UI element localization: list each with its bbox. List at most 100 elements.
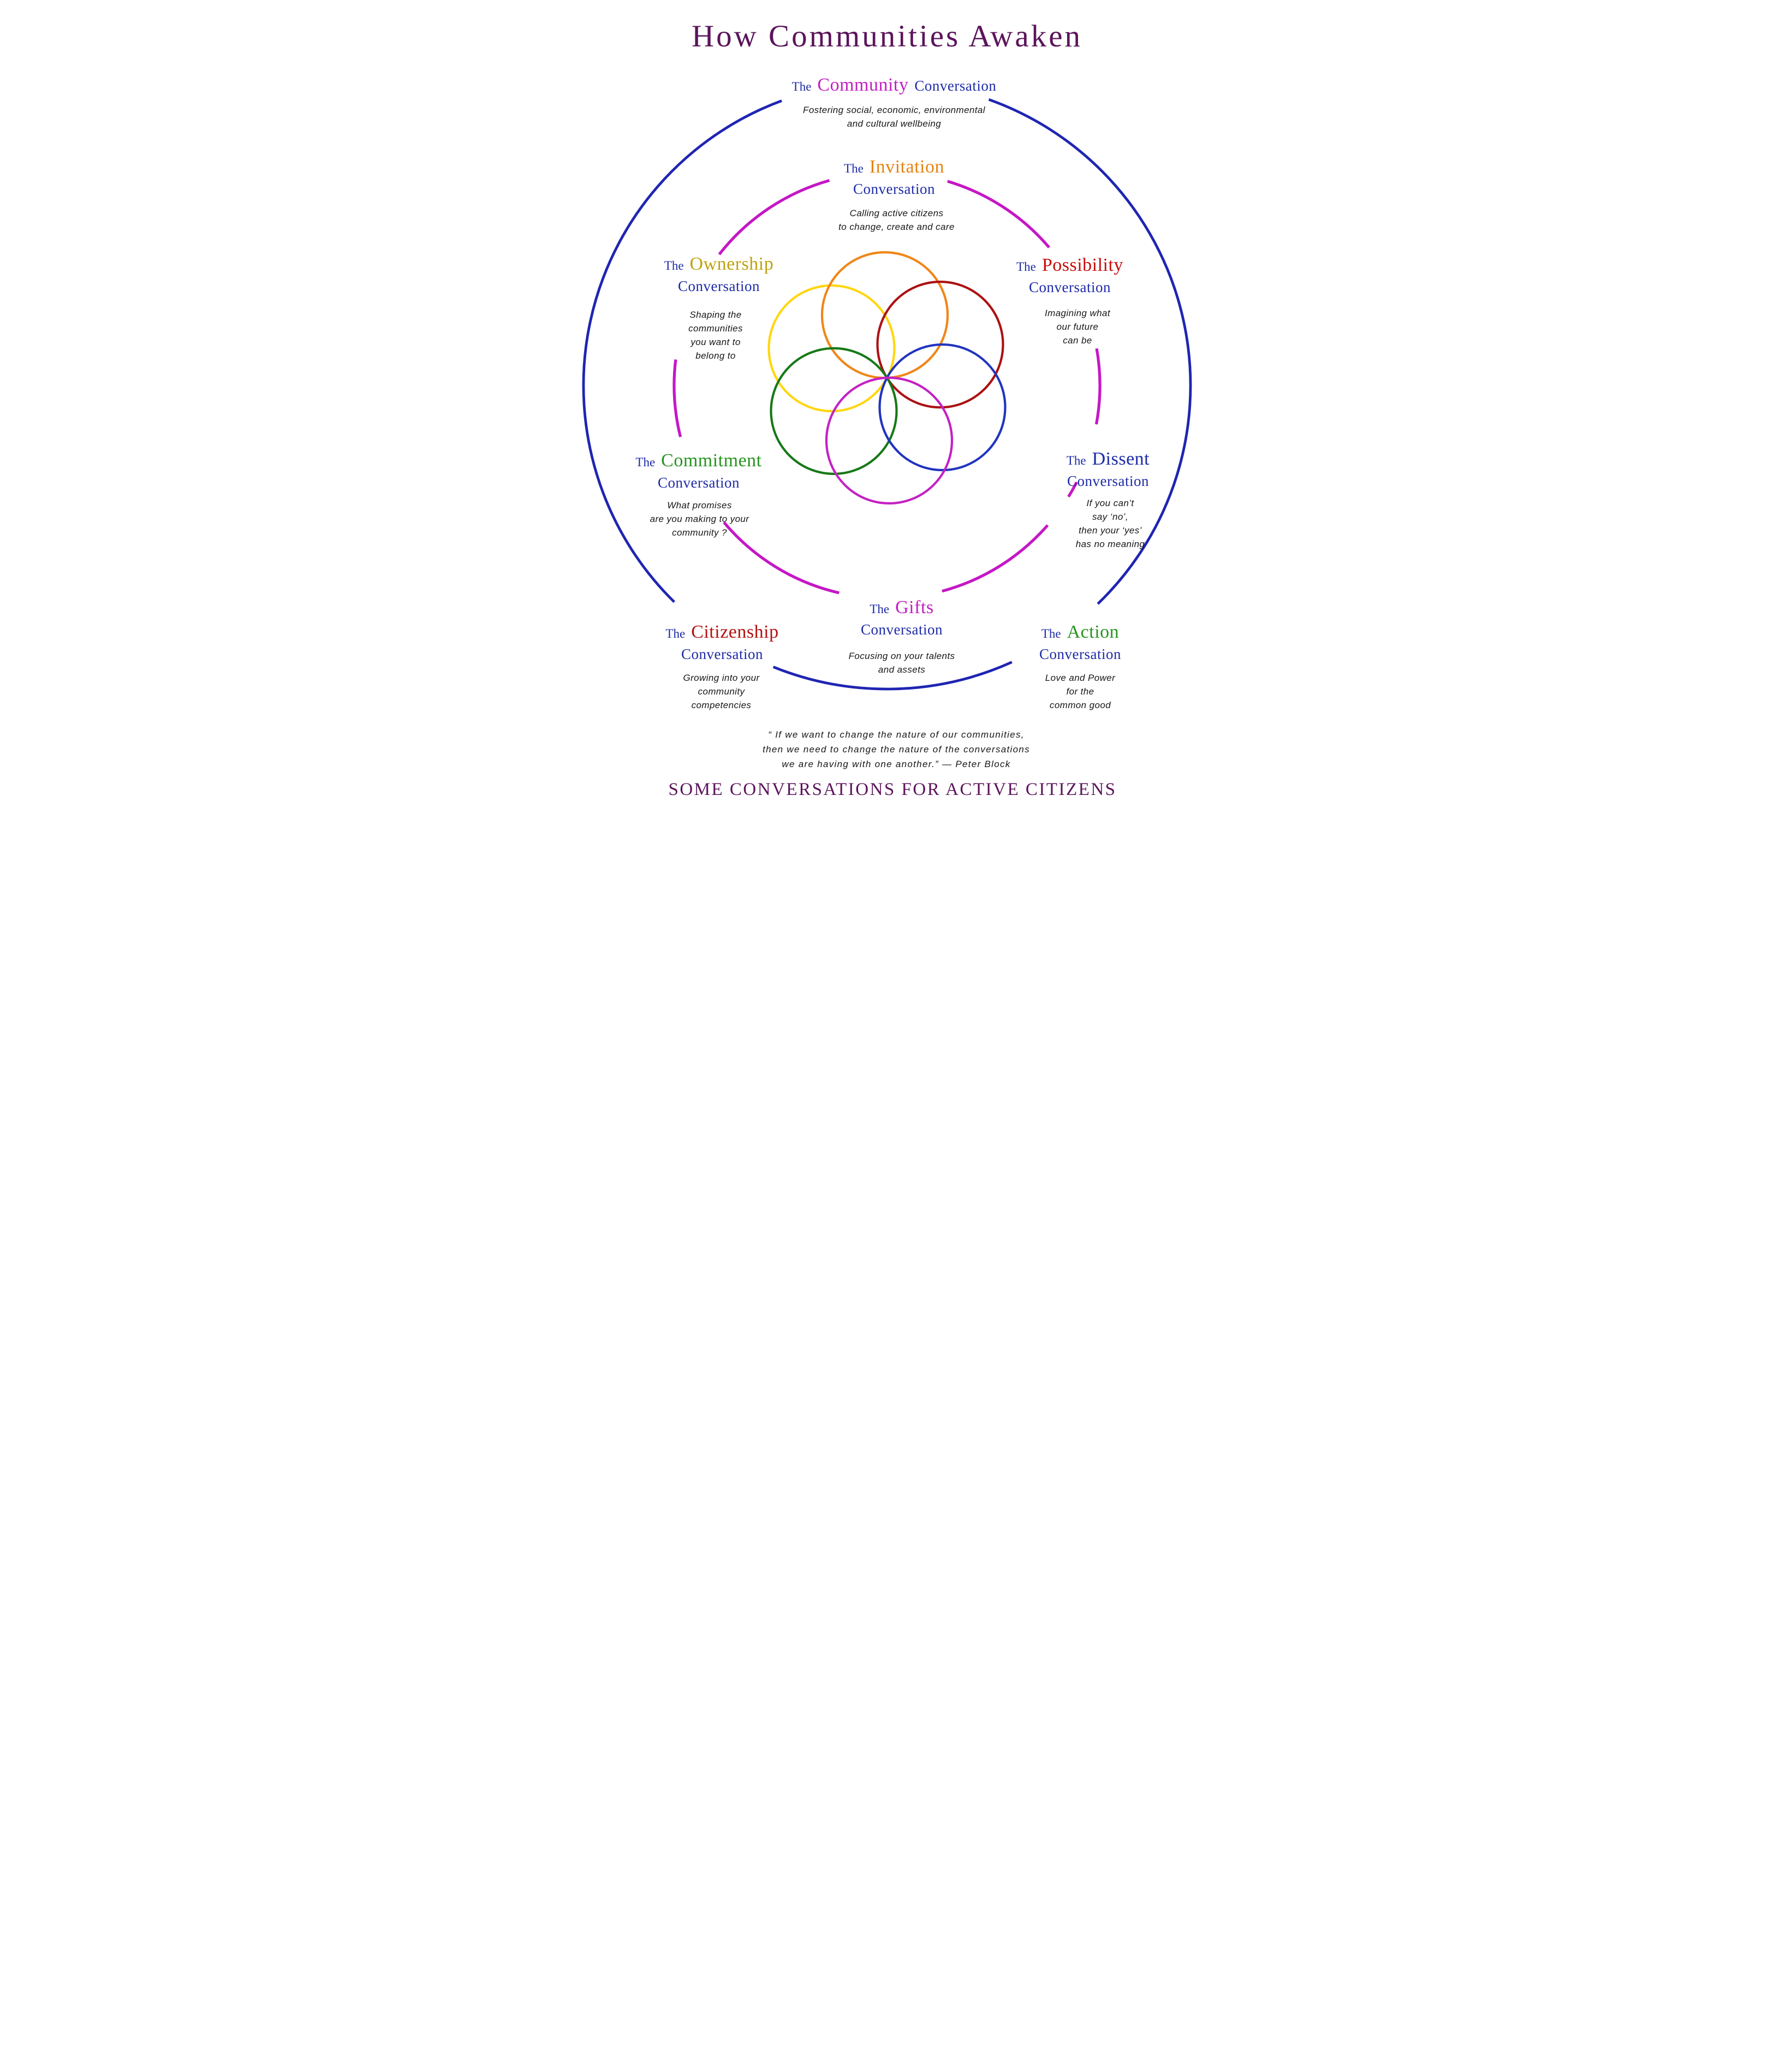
inner-ring-arc-right xyxy=(1094,348,1102,425)
inner-ring-arc-left xyxy=(672,359,682,437)
heading-conversation: Conversation xyxy=(1067,473,1149,489)
heading-conversation: Conversation xyxy=(914,78,997,94)
desc-line: competencies xyxy=(691,700,752,710)
possibility-conversation-label: The Possibility Conversation Imagining w… xyxy=(1016,256,1123,347)
desc-line: Calling active citizens xyxy=(849,208,944,218)
desc-line: Shaping the xyxy=(689,310,742,320)
heading-word-citizenship: Citizenship xyxy=(691,622,779,642)
quote-line: then we need to change the nature of the… xyxy=(763,744,1030,755)
heading-the: The xyxy=(870,602,890,616)
quote-line: we are having with one another.” — Peter… xyxy=(782,759,1011,769)
heading-word-gifts: Gifts xyxy=(895,597,934,618)
gifts-heading: The Gifts xyxy=(849,598,955,621)
desc-line: Focusing on your talents xyxy=(848,651,955,661)
desc-line: community xyxy=(698,686,745,697)
desc-line: Fostering social, economic, environmenta… xyxy=(803,105,985,115)
desc-line: our future xyxy=(1056,322,1099,332)
desc-line: If you can’t xyxy=(1086,498,1134,508)
desc-line: What promises xyxy=(667,500,732,510)
desc-line: community ? xyxy=(672,527,727,538)
commitment-heading: The Commitment xyxy=(635,451,761,474)
heading-conversation: Conversation xyxy=(658,474,740,491)
dissent-petal-circle xyxy=(878,343,1007,472)
heading-conversation: Conversation xyxy=(861,621,943,638)
desc-line: for the xyxy=(1066,686,1094,697)
commitment-conversation-label: The Commitment Conversation What promise… xyxy=(635,451,761,539)
desc-line: you want to xyxy=(690,337,741,347)
desc-line: can be xyxy=(1063,335,1092,346)
dissent-conversation-label: The Dissent Conversation If you can’t sa… xyxy=(1067,449,1150,551)
heading-conversation: Conversation xyxy=(1039,646,1121,662)
rings-and-flower-graphic xyxy=(582,98,1192,691)
desc-line: and assets xyxy=(878,664,926,675)
desc-line: then your ‘yes’ xyxy=(1079,525,1142,536)
action-description: Love and Power for the common good xyxy=(1039,671,1121,712)
ownership-petal-circle xyxy=(767,284,896,413)
poster: How Communities Awaken The Community Con… xyxy=(532,0,1242,829)
community-heading: The Community Conversation xyxy=(792,75,997,98)
citizenship-heading: The Citizenship xyxy=(665,622,778,645)
commitment-petal-circle xyxy=(770,347,898,476)
desc-line: common good xyxy=(1049,700,1111,710)
heading-the: The xyxy=(665,627,686,640)
inner-ring-arc-lower-left xyxy=(723,521,840,595)
gifts-petal-circle xyxy=(825,376,954,505)
gifts-conversation-label: The Gifts Conversation Focusing on your … xyxy=(849,598,955,676)
possibility-description: Imagining what our future can be xyxy=(1032,306,1123,347)
heading-conversation: Conversation xyxy=(678,278,760,294)
heading-the: The xyxy=(635,455,656,469)
peter-block-quote: “ If we want to change the nature of our… xyxy=(763,727,1030,771)
citizenship-description: Growing into your community competencies xyxy=(664,671,778,712)
dissent-heading: The Dissent xyxy=(1067,449,1150,472)
heading-the: The xyxy=(664,259,684,272)
community-conversation-label: The Community Conversation Fostering soc… xyxy=(792,75,997,130)
desc-line: belong to xyxy=(695,351,736,361)
heading-word-invitation: Invitation xyxy=(869,157,944,177)
commitment-description: What promises are you making to your com… xyxy=(637,498,761,539)
possibility-heading: The Possibility xyxy=(1016,256,1123,278)
desc-line: has no meaning xyxy=(1075,539,1145,549)
action-conversation-label: The Action Conversation Love and Power f… xyxy=(1039,622,1121,712)
possibility-petal-circle xyxy=(876,280,1004,409)
page-title: How Communities Awaken xyxy=(691,19,1083,54)
heading-conversation: Conversation xyxy=(681,646,763,662)
inner-ring-arc-lower-right xyxy=(942,524,1049,593)
desc-line: Love and Power xyxy=(1045,673,1116,683)
quote-line: “ If we want to change the nature of our… xyxy=(768,729,1025,740)
outer-ring-arc-left xyxy=(582,99,782,603)
invitation-description: Calling active citizens to change, creat… xyxy=(838,206,955,234)
heading-word-ownership: Ownership xyxy=(689,254,774,274)
heading-conversation: Conversation xyxy=(853,181,935,197)
desc-line: to change, create and care xyxy=(838,222,955,232)
heading-the: The xyxy=(1041,627,1061,640)
community-description: Fostering social, economic, environmenta… xyxy=(792,103,997,130)
heading-word-action: Action xyxy=(1067,622,1120,642)
outer-ring-arc-right xyxy=(988,98,1192,605)
gifts-description: Focusing on your talents and assets xyxy=(849,649,955,676)
heading-the: The xyxy=(844,162,864,175)
heading-word-dissent: Dissent xyxy=(1092,449,1150,469)
action-heading: The Action xyxy=(1039,622,1121,645)
inner-ring-arc-upper-right xyxy=(947,180,1050,248)
ownership-description: Shaping the communities you want to belo… xyxy=(658,308,773,363)
ownership-heading: The Ownership xyxy=(664,254,773,277)
heading-word-possibility: Possibility xyxy=(1041,255,1123,275)
inner-ring-dash-dissent xyxy=(1067,481,1078,498)
outer-ring-arc-bottom xyxy=(772,661,1013,691)
heading-word-commitment: Commitment xyxy=(661,450,762,471)
heading-the: The xyxy=(791,80,812,93)
invitation-heading: The Invitation xyxy=(834,157,955,180)
desc-line: Growing into your xyxy=(683,673,760,683)
citizenship-conversation-label: The Citizenship Conversation Growing int… xyxy=(665,622,778,712)
desc-line: Imagining what xyxy=(1045,308,1110,318)
desc-line: and cultural wellbeing xyxy=(847,118,942,129)
inner-ring-arc-upper-left xyxy=(718,179,830,256)
dissent-description: If you can’t say ‘no’, then your ‘yes’ h… xyxy=(1071,496,1150,551)
desc-line: say ‘no’, xyxy=(1092,512,1128,522)
desc-line: communities xyxy=(688,323,743,334)
heading-the: The xyxy=(1066,454,1086,467)
invitation-conversation-label: The Invitation Conversation Calling acti… xyxy=(834,157,955,234)
desc-line: are you making to your xyxy=(650,514,749,524)
heading-conversation: Conversation xyxy=(1029,279,1111,295)
heading-the: The xyxy=(1016,260,1036,274)
